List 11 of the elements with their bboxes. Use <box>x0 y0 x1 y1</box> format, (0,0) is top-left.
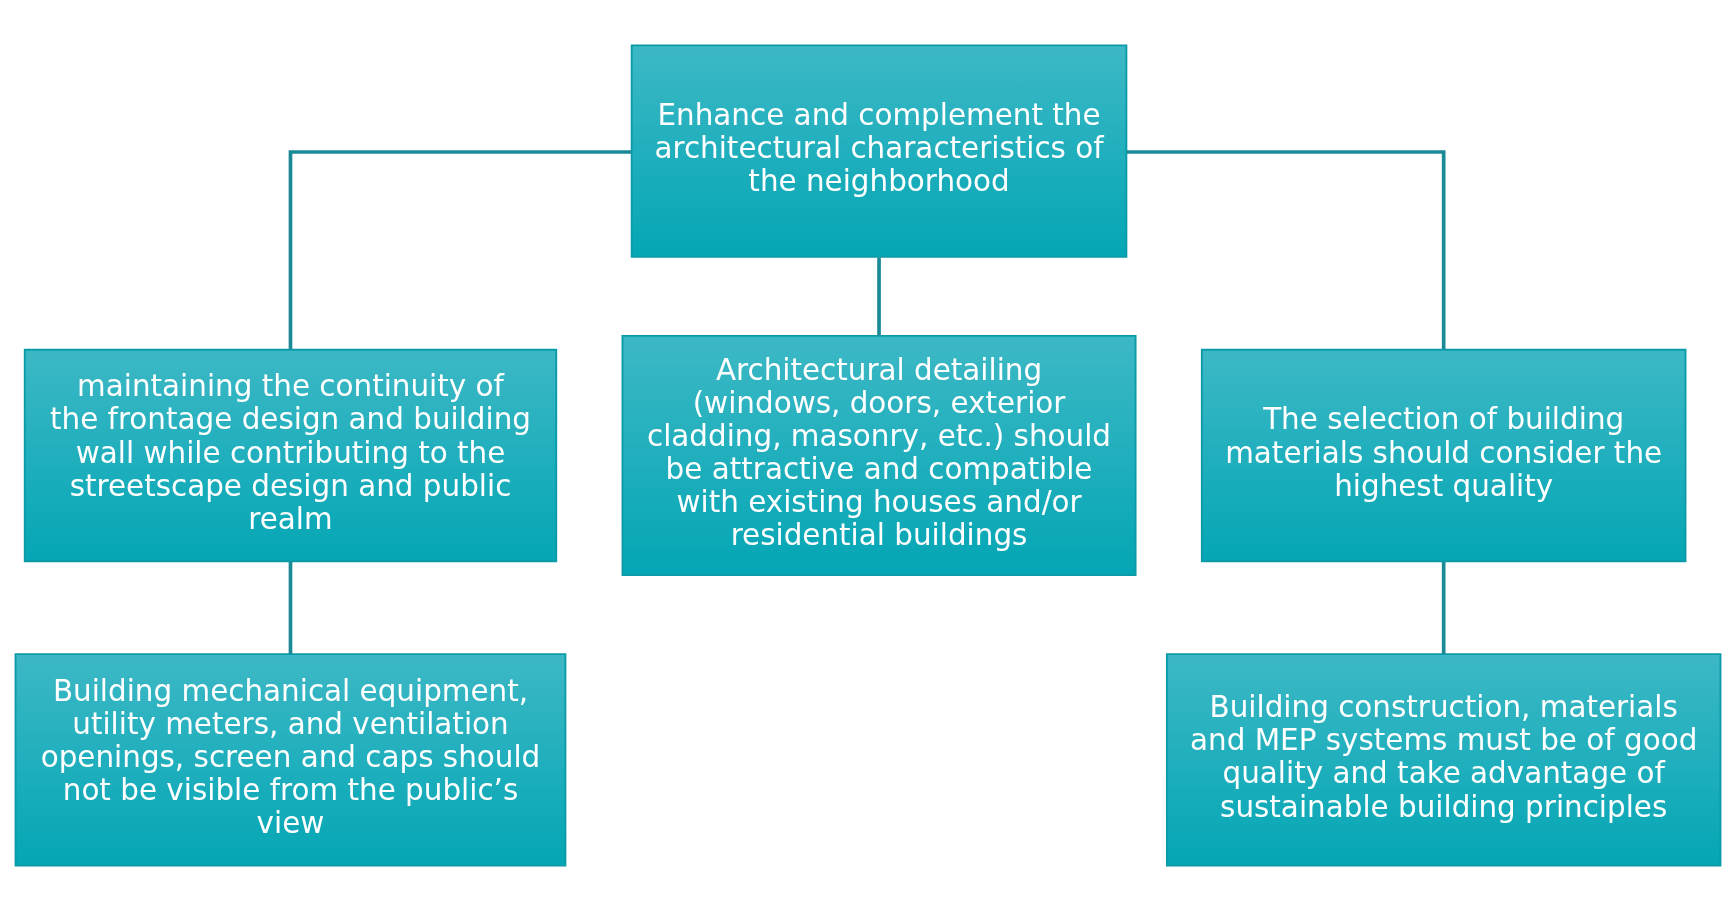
connector <box>288 561 293 654</box>
node-box: Architectural detailing (windows, doors, exterior cladding, masonry, etc.) should be attractive and compatible with existing houses and/or residential buildings <box>621 334 1137 576</box>
node-box: The selection of building materials should consider the highest quality <box>1200 348 1687 562</box>
connector <box>1441 561 1446 654</box>
node-box: Building construction, materials and MEP systems must be of good quality and take advantage of sustainable building principles <box>1165 652 1722 867</box>
connector <box>877 257 881 336</box>
connector <box>288 149 632 349</box>
node-box: Enhance and complement the architectural characteristics of the neighborhood <box>630 43 1128 258</box>
node-box: maintaining the continuity of the frontage design and building wall while contributing to the streetscape design and public realm <box>23 348 558 562</box>
node-box: Building mechanical equipment, utility meters, and ventilation openings, screen and caps should not be visible from the public’s view <box>14 652 567 867</box>
connector <box>1126 149 1446 349</box>
